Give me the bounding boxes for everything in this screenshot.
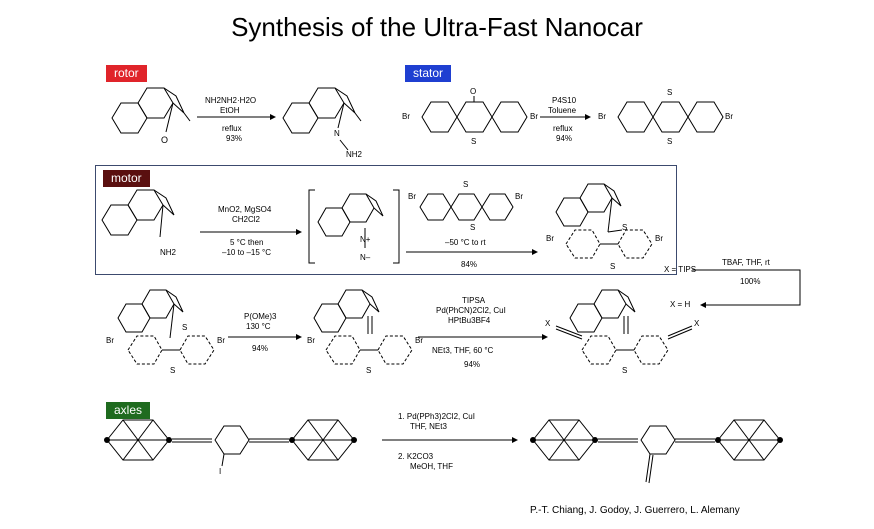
- carborane-right-1: [289, 419, 357, 461]
- axle-reagent-4: MeOH, THF: [410, 462, 453, 471]
- atom-Br: Br: [530, 112, 538, 121]
- sono-reagent-1: TIPSA: [462, 296, 486, 305]
- hydrazone-structure-2: [101, 189, 175, 238]
- bracket-left: [308, 189, 315, 264]
- bracket-right: [393, 189, 400, 264]
- motor-reagent-2: CH2Cl2: [232, 215, 261, 224]
- atom-Br: Br: [725, 112, 733, 121]
- atom-Br: Br: [415, 336, 423, 345]
- hydrazone-structure: [282, 87, 362, 151]
- episulfide-structure-2: [117, 289, 215, 365]
- atom-S: S: [182, 323, 188, 332]
- axle-reagent-1: 1. Pd(PPh3)2Cl2, CuI: [398, 412, 475, 421]
- atom-Br: Br: [598, 112, 606, 121]
- stator-reagent-2: Toluene: [548, 106, 577, 115]
- thioxanthone-structure: [421, 96, 528, 133]
- atom-S: S: [622, 366, 628, 375]
- carborane-left-1: [104, 419, 172, 461]
- indanone-structure: [111, 87, 191, 134]
- phos-reagent-1: P(OMe)3: [244, 312, 277, 321]
- motor-reagent-1: MnO2, MgSO4: [218, 205, 272, 214]
- rotor-tag: rotor: [106, 65, 147, 82]
- atom-S: S: [667, 88, 673, 97]
- atom-S: S: [622, 223, 628, 232]
- atom-S: S: [610, 262, 616, 271]
- stator-reagent-1: P4S10: [552, 96, 577, 105]
- tbaf-reagent: TBAF, THF, rt: [722, 258, 770, 267]
- atom-S: S: [366, 366, 372, 375]
- atom-S: S: [667, 137, 673, 146]
- thioxanthione-structure: [617, 101, 724, 133]
- thioxanthione-reagent: [419, 193, 514, 221]
- axles-tag: axles: [106, 402, 151, 419]
- atom-X: X: [545, 319, 551, 328]
- sono-reagent-2: Pd(PhCN)2Cl2, CuI: [436, 306, 506, 315]
- atom-S: S: [470, 223, 476, 232]
- atom-NH2: NH2: [346, 150, 363, 159]
- atom-O-stator: O: [470, 87, 477, 96]
- benzene-ring: [214, 425, 250, 455]
- atom-Br: Br: [106, 336, 114, 345]
- bis-alkyne-structure: [555, 289, 693, 365]
- motor-condition-1: 5 °C then: [230, 238, 264, 247]
- sono-condition: NEt3, THF, 60 °C: [432, 346, 494, 355]
- motor-condition-2: –10 to –15 °C: [222, 248, 272, 257]
- atom-S: S: [170, 366, 176, 375]
- phos-yield: 94%: [252, 344, 269, 353]
- stator-condition: reflux: [553, 124, 573, 133]
- atom-Br: Br: [546, 234, 554, 243]
- carborane-left-2: [530, 419, 598, 461]
- atom-Br: Br: [515, 192, 523, 201]
- alkene-structure: [313, 289, 413, 365]
- phos-reagent-2: 130 °C: [246, 322, 271, 331]
- atom-Nminus: N–: [360, 253, 371, 262]
- sono-reagent-3: HPtBu3BF4: [448, 316, 491, 325]
- atom-Br: Br: [408, 192, 416, 201]
- atom-Br: Br: [402, 112, 410, 121]
- page-title: Synthesis of the Ultra-Fast Nanocar: [231, 12, 643, 42]
- carborane-right-2: [715, 419, 783, 461]
- atom-Br: Br: [655, 234, 663, 243]
- rotor-reagent-2: EtOH: [220, 106, 240, 115]
- atom-X: X: [694, 319, 700, 328]
- diazo-structure: [317, 193, 384, 248]
- x-h-label: X = H: [670, 300, 691, 309]
- author-credit: P.-T. Chiang, J. Godoy, J. Guerrero, L. …: [530, 505, 740, 516]
- motor-yield: 84%: [461, 260, 478, 269]
- atom-Nplus: N+: [360, 235, 371, 244]
- atom-Br: Br: [307, 336, 315, 345]
- rotor-condition: reflux: [222, 124, 242, 133]
- atom-Br: Br: [217, 336, 225, 345]
- atom-I: I: [219, 467, 222, 476]
- atom-O: O: [161, 135, 168, 145]
- sono-yield: 94%: [464, 360, 481, 369]
- atom-S: S: [471, 137, 477, 146]
- atom-NH2: NH2: [160, 248, 177, 257]
- atom-N: N: [334, 129, 340, 138]
- motor-section-box: [95, 165, 677, 275]
- rotor-yield: 93%: [226, 134, 243, 143]
- episulfide-structure: [555, 183, 653, 259]
- stator-yield: 94%: [556, 134, 573, 143]
- benzene-ring-2: [640, 425, 676, 455]
- rotor-reagent-1: NH2NH2·H2O: [205, 96, 257, 105]
- tbaf-yield: 100%: [740, 277, 761, 286]
- stator-tag: stator: [405, 65, 452, 82]
- motor-tag: motor: [103, 170, 150, 187]
- motor-condition-3: –50 °C to rt: [445, 238, 486, 247]
- deprotection-arrow: [692, 269, 801, 306]
- axle-reagent-2: THF, NEt3: [410, 422, 447, 431]
- x-tips-label: X = TIPS: [664, 265, 697, 274]
- axle-reagent-3: 2. K2CO3: [398, 452, 434, 461]
- atom-S: S: [463, 180, 469, 189]
